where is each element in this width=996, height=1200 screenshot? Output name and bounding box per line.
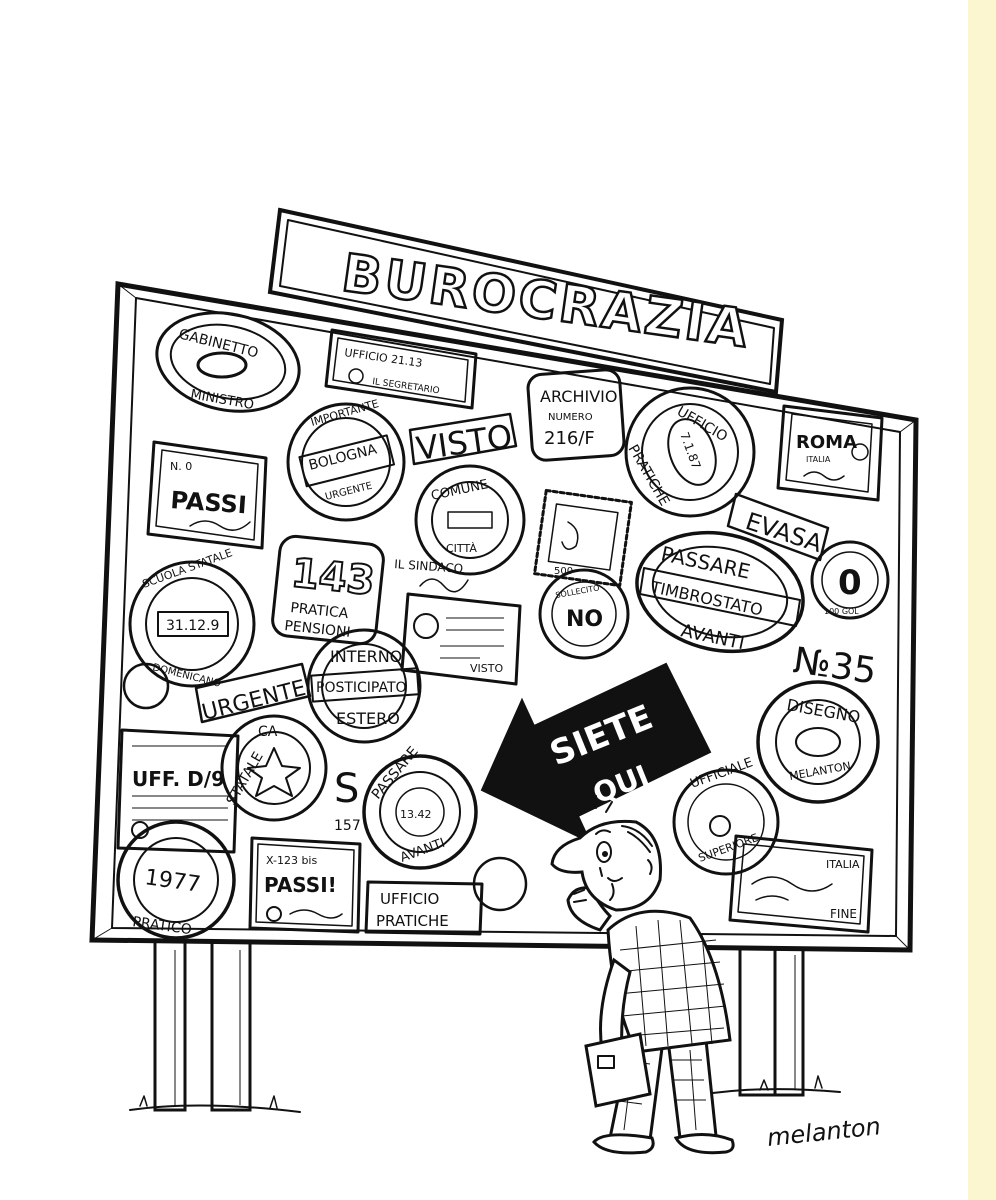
svg-text:PRATICHE: PRATICHE <box>376 912 449 930</box>
stamp-italia-fine: ITALIA FINE <box>728 834 874 934</box>
svg-text:0: 0 <box>838 563 862 603</box>
svg-text:PASSI!: PASSI! <box>264 873 337 897</box>
svg-text:31.12.9: 31.12.9 <box>166 618 219 634</box>
svg-text:ARCHIVIO: ARCHIVIO <box>540 387 617 406</box>
bewildered-man <box>550 795 735 1155</box>
svg-text:NUMERO: NUMERO <box>548 412 593 423</box>
svg-text:ITALIA: ITALIA <box>806 455 831 464</box>
svg-text:NO: NO <box>566 607 603 632</box>
sign-posts <box>129 938 841 1113</box>
stamp-ufficio-pratiche: UFFICIO PRATICHE <box>364 856 528 936</box>
svg-text:157: 157 <box>334 818 361 834</box>
svg-text:IL SINDACO: IL SINDACO <box>394 557 464 576</box>
stamp-uff-d9: UFF. D/9 <box>116 728 240 854</box>
svg-text:INTERNO: INTERNO <box>330 647 402 666</box>
svg-text:CITTÀ: CITTÀ <box>446 542 477 555</box>
svg-text:13.42: 13.42 <box>400 808 432 821</box>
main-board <box>89 281 919 953</box>
svg-text:ROMA: ROMA <box>796 432 857 453</box>
svg-text:N. 0: N. 0 <box>170 460 192 473</box>
artist-signature: melanton <box>766 1112 882 1152</box>
paper-edge-tint <box>968 0 996 1200</box>
svg-text:143: 143 <box>289 550 377 604</box>
svg-text:PRATICA: PRATICA <box>290 600 350 622</box>
stamp-pratica-143: 143 PRATICA PENSIONI <box>271 534 385 646</box>
svg-text:S: S <box>334 766 359 812</box>
stamp-s157: S 157 <box>334 766 361 834</box>
stamp-sindaco: IL SINDACO <box>394 557 469 593</box>
svg-text:X-123 bis: X-123 bis <box>266 854 317 867</box>
stamp-archivio: ARCHIVIO NUMERO 216/F <box>526 368 626 462</box>
stamp-small-circle <box>122 662 170 710</box>
svg-text:UFF. D/9: UFF. D/9 <box>132 767 225 791</box>
svg-text:500: 500 <box>554 566 573 577</box>
stamp-circle-zero: 0 100 GOL <box>810 540 890 620</box>
stamp-postage: 500 <box>533 488 633 588</box>
svg-text:PASSI: PASSI <box>170 486 248 519</box>
svg-text:216/F: 216/F <box>544 428 595 449</box>
svg-text:UFFICIO: UFFICIO <box>380 890 439 908</box>
svg-text:VISTO: VISTO <box>470 662 503 675</box>
svg-text:100 GOL: 100 GOL <box>824 607 859 616</box>
stamp-interno: INTERNO POSTICIPATO ESTERO <box>306 628 422 744</box>
svg-text:ITALIA: ITALIA <box>826 858 860 871</box>
svg-text:CA: CA <box>258 724 278 740</box>
svg-text:PENSIONI: PENSIONI <box>284 618 352 641</box>
voi-siete-qui-arrow: VOI SIETE QUI <box>480 662 712 845</box>
svg-text:POSTICIPATO: POSTICIPATO <box>316 680 407 696</box>
stamp-passi-bottom: X-123 bis PASSI! <box>248 836 362 934</box>
svg-text:ESTERO: ESTERO <box>336 709 400 728</box>
stamp-passi-top: N. 0 PASSI <box>146 440 268 550</box>
stamp-visto-small: VISTO <box>400 592 522 686</box>
svg-text:FINE: FINE <box>830 907 857 921</box>
stamp-roma: ROMA ITALIA <box>776 404 884 502</box>
